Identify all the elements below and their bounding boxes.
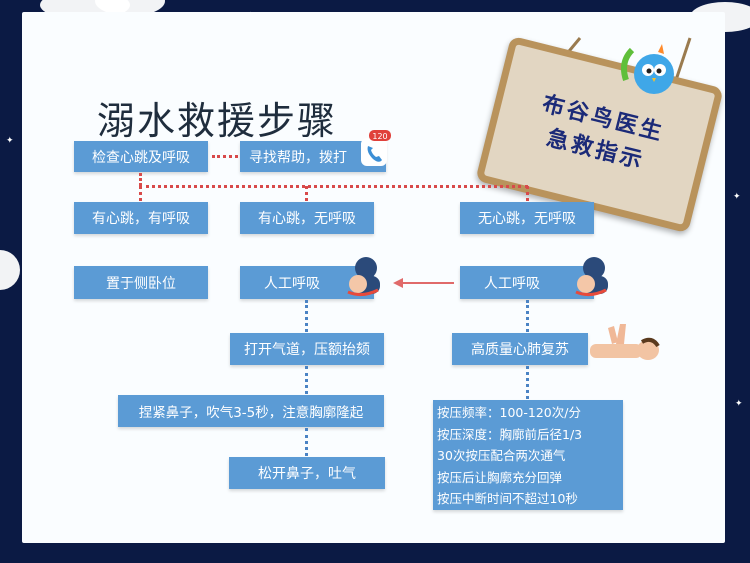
no-heartbeat-no-breathing-box: 无心跳，无呼吸 — [460, 202, 594, 234]
rescuer-icon — [347, 257, 380, 297]
cpr-note: 按压频率：100-120次/分 — [437, 405, 581, 420]
star-icon: ✦ — [733, 192, 741, 202]
flow-line — [305, 300, 308, 332]
cpr-label: 高质量心肺复苏 — [471, 342, 569, 358]
cpr-note: 按压中断时间不超过10秒 — [437, 491, 578, 506]
rescue-breathing-label-a: 人工呼吸 — [264, 275, 320, 292]
cpr-patient-icon — [590, 324, 660, 360]
release-nose-box: 松开鼻子，吐气 — [229, 457, 385, 489]
no-heartbeat-no-breathing-label: 无心跳，无呼吸 — [478, 211, 576, 227]
connector-dash — [526, 186, 529, 201]
cpr-note: 30次按压配合两次通气 — [437, 448, 566, 463]
connector-dash — [139, 185, 528, 188]
check-vitals-box: 检查心跳及呼吸 — [74, 141, 208, 172]
flow-line — [526, 366, 529, 399]
page-title: 溺水救援步骤 — [97, 99, 338, 144]
arrow-left-icon — [393, 278, 454, 288]
cpr-notes-box: 按压频率：100-120次/分 按压深度：胸廓前后径1/3 30次按压配合两次通… — [433, 400, 623, 510]
cpr-note: 按压深度：胸廓前后径1/3 — [437, 426, 583, 442]
pinch-nose-box: 捏紧鼻子，吹气3-5秒，注意胸廓隆起 — [118, 395, 384, 427]
star-icon: ✦ — [6, 136, 14, 146]
cloud-decoration — [0, 250, 20, 290]
flow-line — [305, 428, 308, 456]
heartbeat-breathing-box: 有心跳，有呼吸 — [74, 202, 208, 234]
cpr-box: 高质量心肺复苏 — [452, 333, 588, 365]
heartbeat-no-breathing-label: 有心跳，无呼吸 — [258, 211, 356, 227]
heartbeat-breathing-label: 有心跳，有呼吸 — [92, 211, 190, 227]
connector-dash — [139, 173, 142, 186]
pinch-nose-label: 捏紧鼻子，吹气3-5秒，注意胸廓隆起 — [138, 405, 364, 421]
connector-dash — [212, 155, 238, 158]
heartbeat-no-breathing-box: 有心跳，无呼吸 — [240, 202, 374, 234]
cpr-note: 按压后让胸廓充分回弹 — [437, 469, 563, 485]
release-nose-label: 松开鼻子，吐气 — [258, 466, 356, 482]
rescue-breathing-box-b: 人工呼吸 — [460, 266, 594, 299]
connector-dash — [305, 186, 308, 201]
open-airway-label: 打开气道，压额抬颏 — [244, 342, 370, 358]
side-lying-box: 置于侧卧位 — [74, 266, 208, 299]
rescue-breathing-label-b: 人工呼吸 — [484, 275, 540, 292]
check-vitals-label: 检查心跳及呼吸 — [92, 149, 190, 166]
phone-icon: 120 — [361, 130, 391, 166]
seek-help-label: 寻找帮助，拨打 — [249, 149, 347, 166]
flow-line — [526, 300, 529, 332]
bird-mascot-icon — [621, 44, 674, 94]
star-icon: ✦ — [735, 399, 743, 409]
phone-badge: 120 — [372, 132, 387, 141]
connector-dash — [139, 186, 142, 201]
flow-line — [305, 366, 308, 394]
rescuer-icon — [575, 257, 608, 297]
open-airway-box: 打开气道，压额抬颏 — [230, 333, 384, 365]
side-lying-label: 置于侧卧位 — [106, 275, 176, 292]
